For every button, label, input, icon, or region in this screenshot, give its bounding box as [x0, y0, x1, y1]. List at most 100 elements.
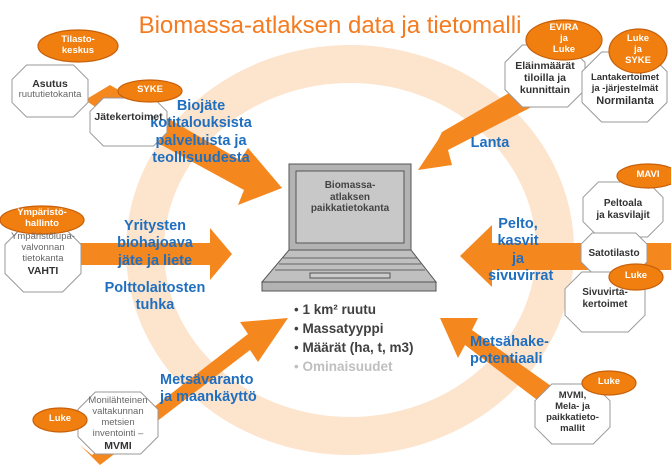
oval-luke-syke: [608, 28, 668, 74]
flow-line: potentiaali: [470, 351, 543, 368]
source-line: metsien: [101, 416, 135, 428]
source-title: Normilanta: [596, 94, 654, 107]
diagram-title: Biomassa-atlaksen data ja tietomalli: [138, 12, 522, 39]
org-luke: Luke: [48, 413, 72, 424]
source-title: VAHTI: [27, 264, 59, 277]
attribute-list: 1 km² ruutu Massatyyppi Määrät (ha, t, m…: [294, 300, 414, 376]
org-line: Luke: [626, 33, 650, 44]
source-line: tiloilla ja: [523, 72, 566, 85]
source-jatekertoimet: Jätekertoimet: [94, 111, 163, 123]
screen-line: Biomassa-: [324, 180, 376, 191]
org-line: SYKE: [625, 54, 651, 66]
source-line: Mela- ja: [555, 400, 590, 412]
flow-line: Pelto,: [498, 216, 538, 232]
source-line: valvonnan: [21, 241, 65, 253]
flow-line: Metsähake-: [470, 334, 549, 350]
bullet-item: Ominaisuudet: [294, 357, 414, 376]
flow-line: teollisuudesta: [152, 150, 250, 167]
screen-line: atlaksen: [329, 191, 371, 203]
org-line: ja: [634, 43, 642, 55]
source-line: ja -järjestelmät: [591, 82, 659, 94]
org-line: ja: [560, 32, 568, 44]
source-line: Sivuvirta-: [582, 287, 628, 298]
source-line: inventointi –: [92, 427, 144, 439]
flow-line: kasvit: [497, 233, 539, 250]
source-line: paikkatieto-: [546, 411, 599, 423]
flow-line: Polttolaitosten: [104, 280, 206, 296]
source-line: kertoimet: [582, 298, 628, 310]
oval-luke-mvmi: [32, 407, 88, 433]
org-line: EVIRA: [549, 22, 579, 33]
source-line: tietokanta: [22, 252, 64, 264]
flow-line: kotitalouksista: [150, 115, 252, 132]
source-line: MVMI,: [558, 390, 587, 401]
database-label: Biomassa- atlaksen paikkatietokanta: [296, 180, 404, 215]
oval-syke: [117, 79, 183, 103]
source-line: Monilähteinen: [88, 395, 148, 406]
bullet-item: 1 km² ruutu: [294, 300, 414, 319]
laptop-icon: [260, 163, 438, 292]
org-luke: Luke: [624, 270, 648, 281]
source-line: mallit: [560, 422, 585, 434]
org-line: Ympäristö-: [17, 207, 67, 218]
source-box: [11, 64, 89, 118]
org-syke: SYKE: [137, 84, 163, 95]
flow-line: Yritysten: [123, 218, 187, 234]
flow-line: Metsävaranto: [160, 372, 254, 388]
oval-evira: [525, 19, 603, 61]
org-ovals: [0, 19, 671, 433]
flow-line: palveluista ja: [155, 132, 247, 149]
bullet-item: Määrät (ha, t, m3): [294, 338, 413, 357]
org-mavi: MAVI: [636, 169, 660, 180]
source-title: MVMI: [104, 439, 132, 452]
flow-line: biohajoava: [117, 235, 193, 252]
source-line: ja kasvilajit: [596, 209, 650, 221]
flow-line: sivuvirrat: [488, 268, 554, 285]
org-line: keskus: [61, 44, 95, 56]
source-satotilasto: Satotilasto: [588, 248, 640, 259]
flow-metsahake: Metsähake-potentiaali: [470, 334, 560, 369]
oval-luke-sivuvirta: [608, 263, 664, 291]
org-line: hallinto: [25, 217, 59, 229]
source-title: Asutus: [32, 78, 68, 90]
source-line: Lantakertoimet: [590, 72, 660, 83]
source-line: Eläinmäärät: [515, 60, 575, 72]
source-line: Peltoala: [603, 198, 643, 209]
arrow-pelto: [460, 225, 671, 287]
source-box: [4, 225, 82, 293]
oval-ymparisto: [0, 205, 85, 235]
flow-line: ja: [511, 250, 525, 267]
org-luke: Luke: [597, 376, 621, 387]
screen-line: paikkatietokanta: [310, 203, 390, 214]
flow-line: jäte ja liete: [117, 252, 193, 269]
source-line: Ympäristölupa-: [11, 231, 75, 242]
source-subtitle: ruututietokanta: [18, 89, 82, 101]
flow-line: Biojäte: [176, 98, 226, 114]
flow-line: ja maankäyttö: [160, 389, 257, 406]
flow-line: tuhka: [135, 297, 175, 314]
oval-tilastokeskus: [37, 29, 119, 63]
oval-mavi: [616, 163, 671, 189]
org-tilastokeskus: Tilasto-keskus: [48, 34, 108, 57]
flow-lanta: Lanta: [470, 135, 510, 151]
source-box: [89, 97, 168, 147]
oval-luke-mela: [581, 370, 637, 396]
bullet-item: Massatyyppi: [294, 319, 414, 338]
source-sivuvirta: Sivuvirta-kertoimet: [565, 287, 645, 310]
